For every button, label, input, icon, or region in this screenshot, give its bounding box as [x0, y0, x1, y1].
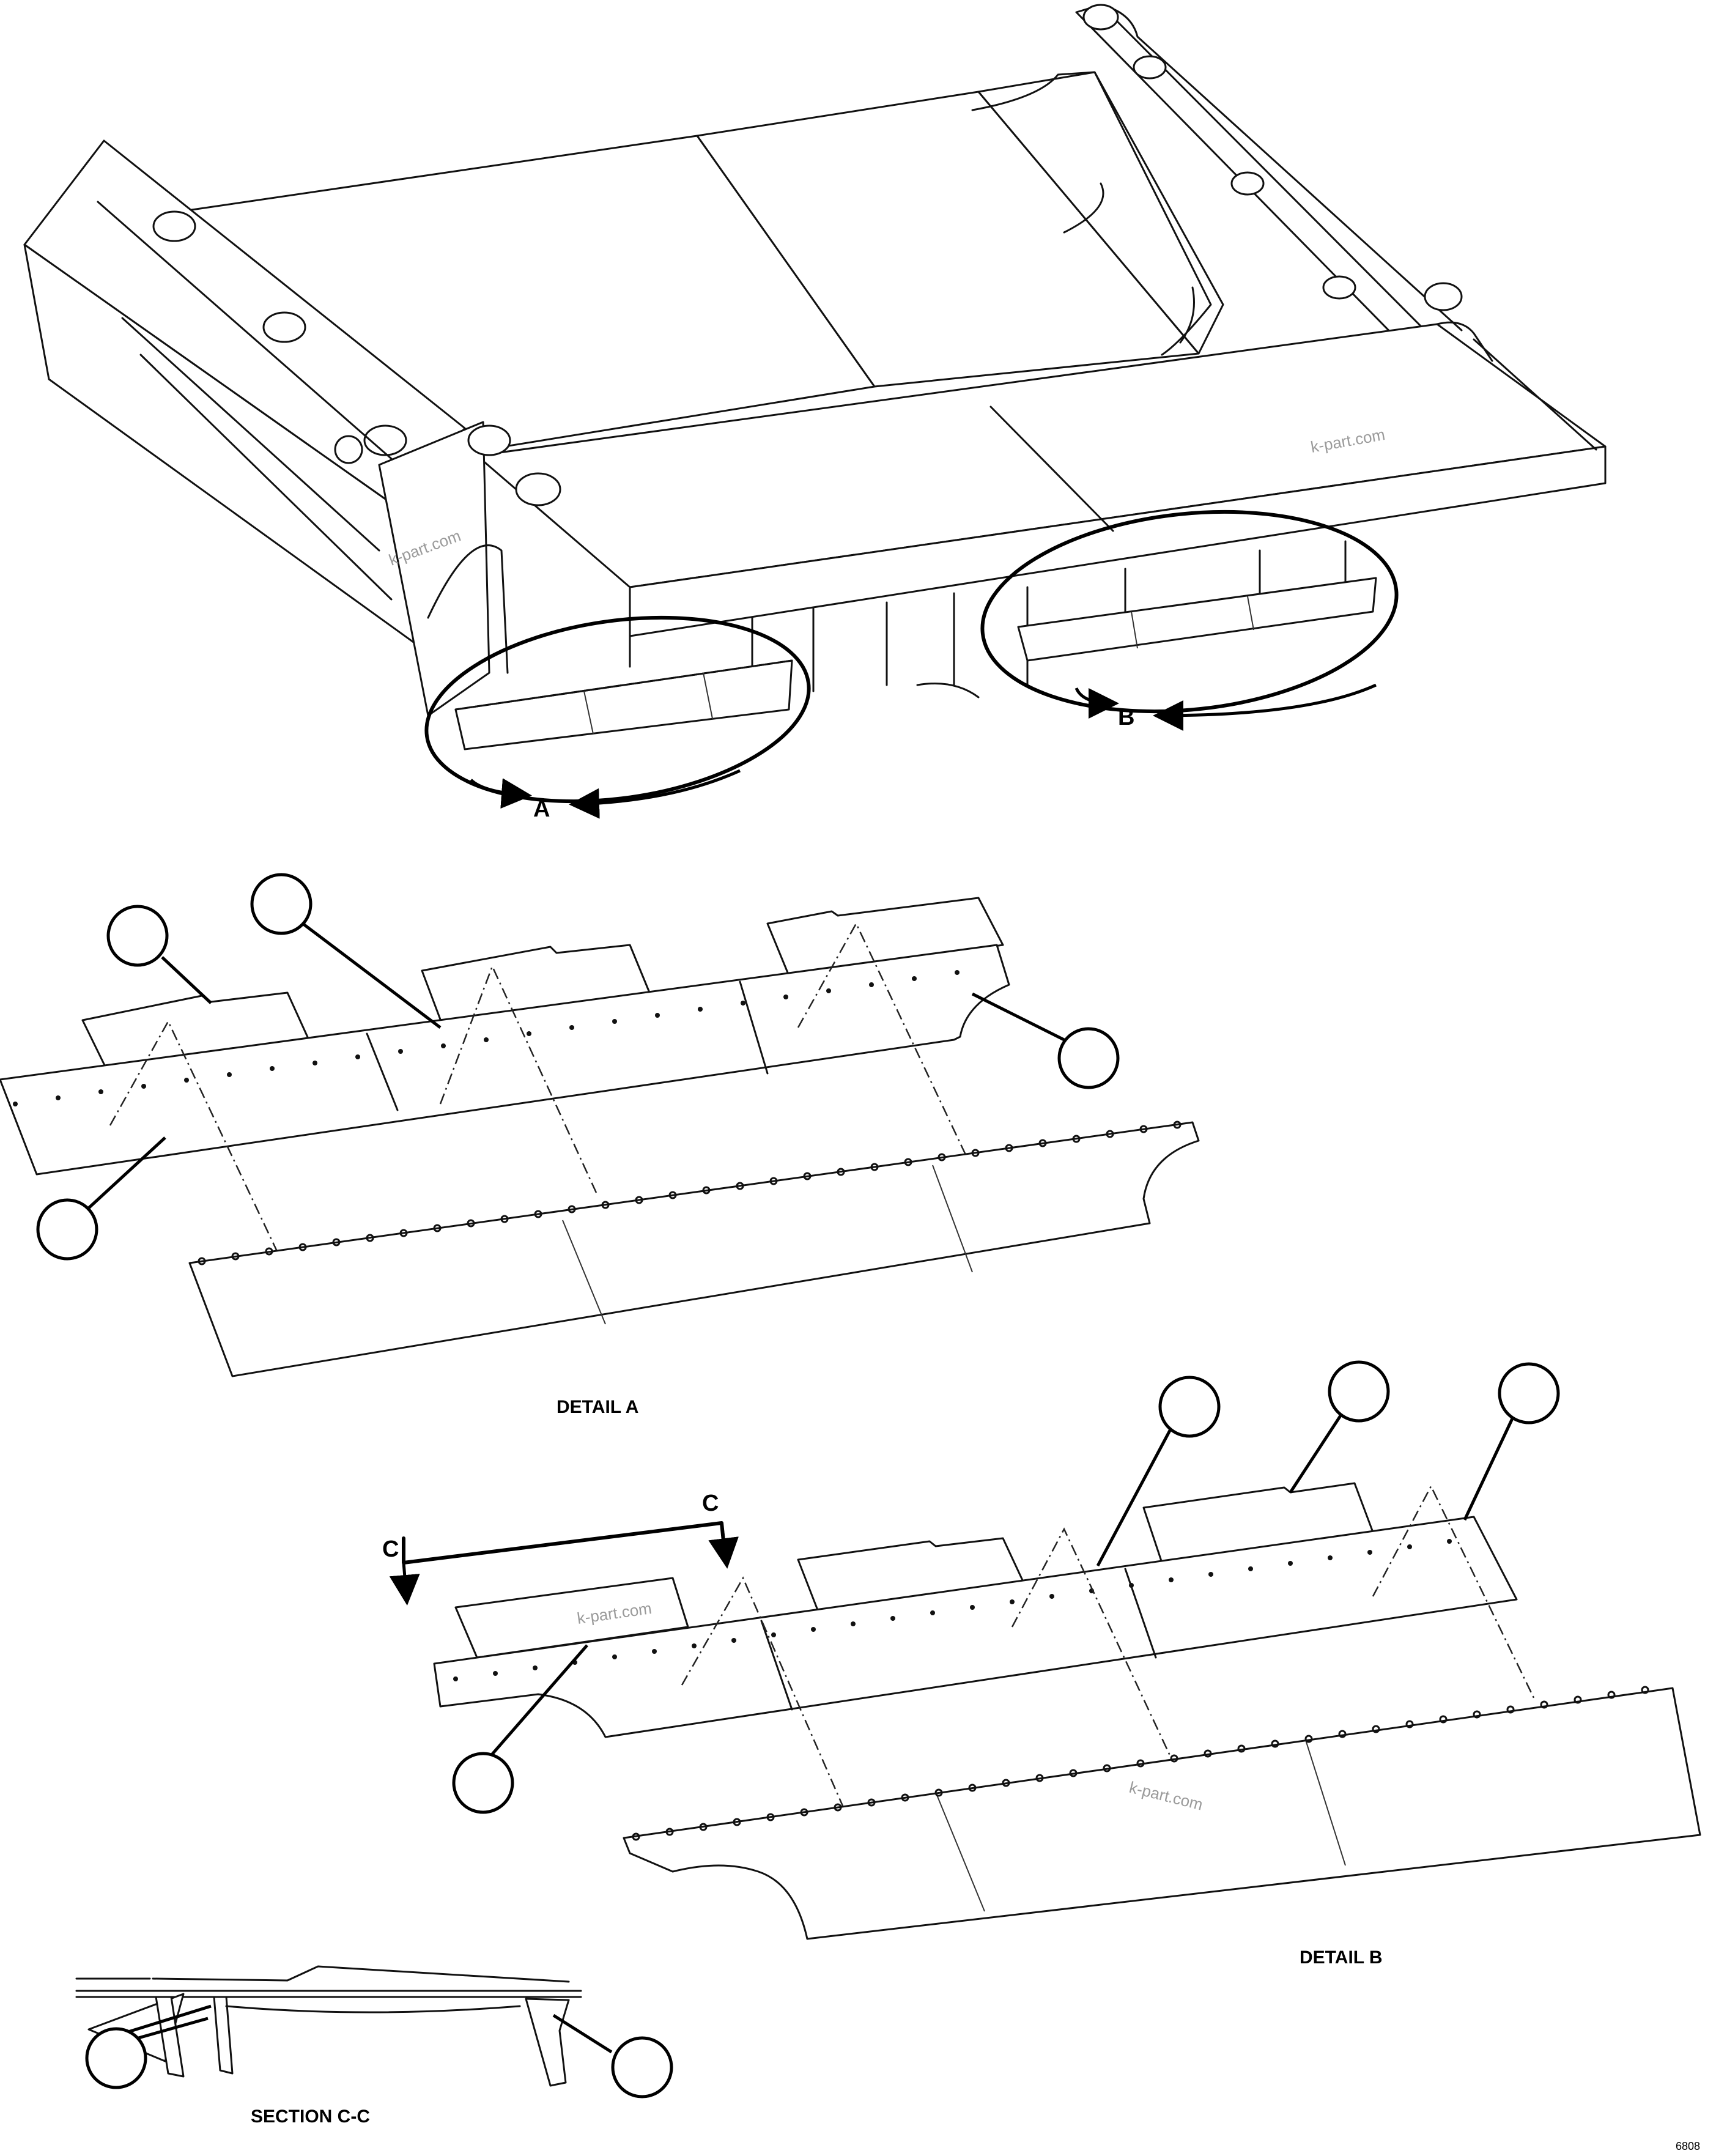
liner-strip-b: [1017, 577, 1377, 662]
floor-panel-right: [977, 71, 1224, 355]
strip-holes-b: [453, 1539, 1452, 1681]
callout-bubble-c2: [611, 2036, 673, 2099]
back-strip-a: [0, 944, 1010, 1176]
headboard-arc: [1063, 182, 1104, 234]
callout-bubble-c1: [85, 2027, 147, 2089]
section-gusset-2: [213, 1996, 234, 2075]
left-gusset-plate: [378, 421, 490, 717]
section-cc-view: SECTION C-C: [75, 1965, 673, 2127]
section-marker-right: C: [702, 1491, 719, 1516]
plate-bolts-b: [632, 1686, 1649, 1841]
detail-b-caption: DETAIL B: [1300, 1947, 1383, 1968]
dump-body-view: A B k-part.com k-part.com: [23, 4, 1607, 822]
callout-bubble-b3: [1498, 1362, 1560, 1424]
callout-bubble-b2: [1328, 1360, 1390, 1423]
detail-a-circle: [424, 615, 811, 804]
liner-plate-b: [623, 1687, 1701, 1940]
detail-b-marker: B: [1118, 705, 1134, 730]
figure-code: 6808: [1676, 2140, 1700, 2152]
liner-plate-a: [188, 1121, 1200, 1377]
detail-a-marker: A: [533, 796, 550, 822]
detail-a-view: DETAIL A: [0, 873, 1200, 1417]
plate-bolts-a: [198, 1121, 1182, 1265]
callout-bubble-a4: [36, 1198, 98, 1261]
back-strip-b: [433, 1516, 1518, 1738]
callout-bubble-a2: [250, 873, 313, 935]
rail-bumper-2: [152, 210, 196, 242]
detail-b-view: C C: [382, 1360, 1701, 1968]
section-gusset-1: [155, 1996, 185, 2078]
detail-b-circle: [980, 509, 1399, 714]
callout-bubble-a1: [106, 905, 169, 967]
detail-a-caption: DETAIL A: [557, 1397, 638, 1417]
liner-strip-a: [454, 659, 793, 750]
strip-holes-a: [13, 970, 960, 1106]
headboard-curve: [971, 71, 1212, 356]
section-marker-left: C: [382, 1536, 399, 1562]
rail-bumper-1: [1082, 4, 1119, 31]
section-wedge-right: [525, 1998, 570, 2087]
callout-bubble-b1: [1158, 1376, 1221, 1438]
section-cc-caption: SECTION C-C: [251, 2106, 370, 2127]
callout-bubble-b4: [452, 1752, 514, 1814]
callout-bubble-a3: [1057, 1027, 1120, 1089]
section-cut-line: [402, 1521, 727, 1565]
